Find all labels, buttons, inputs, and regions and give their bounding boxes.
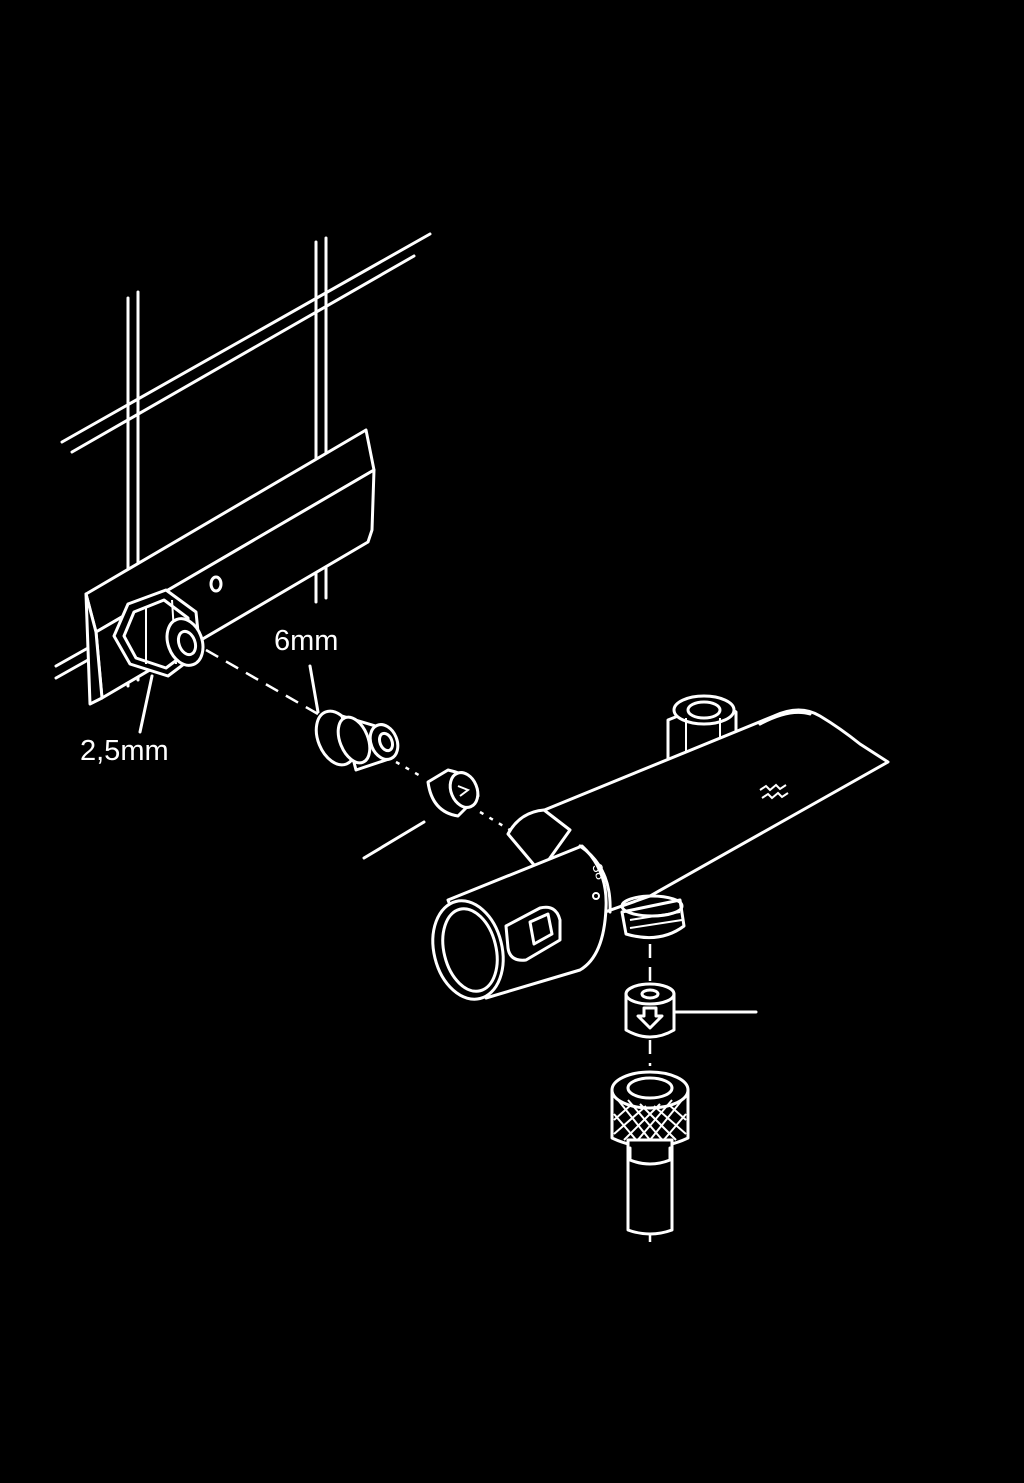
label-6mm: 6mm (274, 625, 338, 657)
outlet-check-valve (624, 982, 676, 1039)
check-valve-insert (426, 768, 480, 818)
svg-text:38: 38 (589, 862, 609, 882)
inlet-connector (314, 709, 400, 772)
shower-hose (610, 1070, 690, 1236)
callout-leaders (138, 664, 758, 1014)
thermostat-body: 38 (431, 694, 890, 1001)
wall-connection-nut (112, 588, 205, 678)
label-2-5mm: 2,5mm (80, 735, 169, 767)
